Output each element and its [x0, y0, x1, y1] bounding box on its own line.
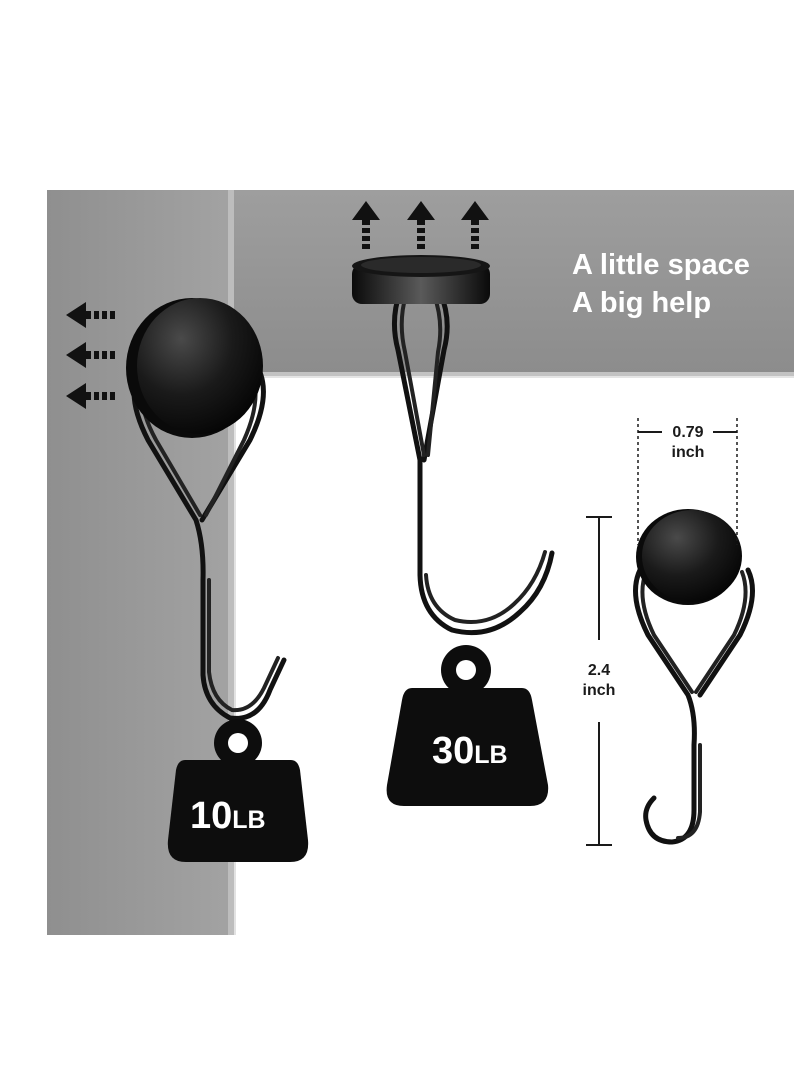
diameter-value: 0.79	[672, 424, 704, 441]
weight-30lb	[386, 645, 549, 806]
arrow-up-icon	[461, 201, 489, 249]
weight-number: 30	[432, 730, 475, 772]
arrow-left-icon	[66, 302, 115, 328]
weight-unit: LB	[474, 741, 508, 769]
magnet-disc-icon	[352, 255, 490, 304]
diameter-dimension	[637, 418, 738, 545]
diameter-unit: inch	[671, 444, 705, 461]
headline-line-2: A big help	[572, 287, 712, 319]
magnet-disc-icon	[636, 509, 742, 605]
arrow-up-icon	[352, 201, 380, 249]
weight-number: 10	[190, 795, 233, 837]
arrow-up-icon	[407, 201, 435, 249]
height-unit: inch	[582, 682, 616, 699]
ceiling-mounted-hook	[352, 255, 555, 636]
height-dimension	[586, 516, 612, 846]
weight-10lb	[167, 719, 309, 862]
arrow-left-icon	[66, 383, 115, 409]
weight-label-10lb: 10LB	[190, 795, 266, 838]
weight-unit: LB	[232, 806, 266, 834]
ceiling-pull-arrows	[352, 201, 489, 249]
headline: A little space A big help	[572, 246, 750, 322]
headline-line-1: A little space	[572, 249, 750, 281]
magnet-disc-icon	[126, 298, 263, 438]
diameter-label: 0.79 inch	[660, 423, 716, 463]
dimension-hook	[633, 509, 755, 845]
wall-pull-arrows	[66, 302, 115, 409]
weight-label-30lb: 30LB	[432, 730, 508, 773]
height-value: 2.4	[587, 662, 611, 679]
arrow-left-icon	[66, 342, 115, 368]
height-label: 2.4 inch	[572, 661, 626, 701]
ceiling-surface	[234, 190, 794, 378]
wall-mounted-hook	[126, 298, 287, 721]
